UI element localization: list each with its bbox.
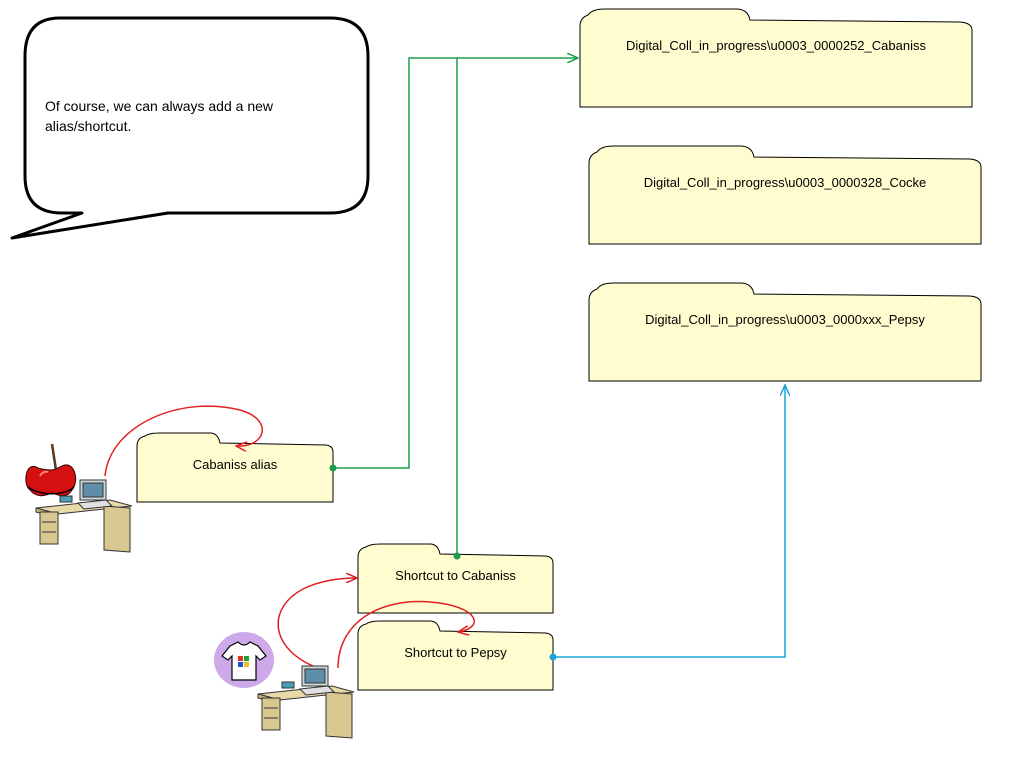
folder-label-shortcut-cabaniss: Shortcut to Cabaniss <box>395 568 516 583</box>
callout-line: Of course, we can always add a new <box>45 98 274 114</box>
computer-desk-icon <box>257 665 355 739</box>
folder-shortcut-cabaniss[interactable] <box>357 543 554 614</box>
apple-icon <box>25 443 77 497</box>
folder-cocke-target[interactable] <box>588 145 982 245</box>
folder-label-shortcut-pepsy: Shortcut to Pepsy <box>404 645 507 660</box>
loop-arrow-windows-cabaniss <box>277 578 357 669</box>
folder-label-cabaniss-target: Digital_Coll_in_progress\u0003_0000252_C… <box>626 38 926 53</box>
shortcut-link-anchor-dot <box>453 552 461 560</box>
speech-bubble <box>10 16 370 240</box>
folder-cabaniss-target[interactable] <box>579 8 973 108</box>
alias-link-cabaniss <box>333 58 578 556</box>
alias-link-anchor-dot <box>329 464 337 472</box>
folder-label-pepsy-target: Digital_Coll_in_progress\u0003_0000xxx_P… <box>645 312 925 327</box>
folder-label-cocke-target: Digital_Coll_in_progress\u0003_0000328_C… <box>643 175 927 190</box>
folder-label-cabaniss-alias: Cabaniss alias <box>192 457 278 472</box>
folder-pepsy-target[interactable] <box>588 282 982 382</box>
loop-arrow-windows-pepsy <box>337 600 475 669</box>
shortcut-link-pepsy <box>553 385 785 658</box>
pepsy-link-anchor-dot <box>549 653 557 661</box>
folder-shortcut-pepsy[interactable] <box>357 620 554 691</box>
windows-tshirt-icon <box>214 632 274 688</box>
callout-line: alias/shortcut. <box>45 118 132 134</box>
loop-arrow-mac <box>104 405 263 477</box>
computer-desk-icon <box>35 479 133 553</box>
folder-cabaniss-alias[interactable] <box>136 432 334 503</box>
callout-text: Of course, we can always add a new alias… <box>45 96 335 136</box>
